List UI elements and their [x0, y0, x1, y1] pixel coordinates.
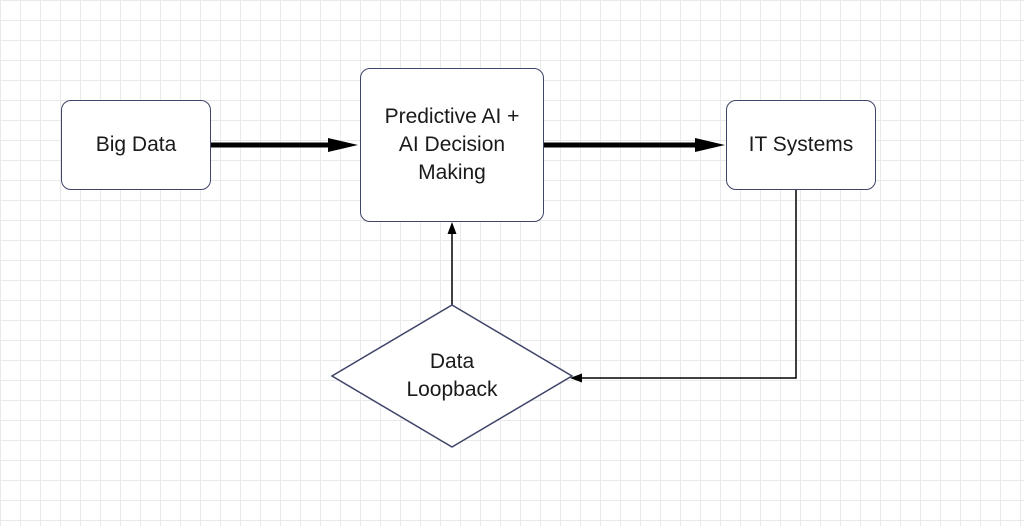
- node-data-loopback-label-wrap: Data Loopback: [332, 305, 572, 447]
- node-big-data-label: Big Data: [95, 133, 177, 156]
- node-it-systems-label: IT Systems: [748, 133, 854, 156]
- edge-loopback-to-predictive-arrowhead: [447, 222, 457, 234]
- node-predictive-ai[interactable]: Predictive AI + AI Decision Making: [360, 68, 544, 222]
- node-big-data[interactable]: Big Data: [61, 100, 211, 190]
- node-it-systems[interactable]: IT Systems: [726, 100, 876, 190]
- decision-diamond-data-loopback[interactable]: [330, 304, 574, 448]
- node-data-loopback-label: Data Loopback: [406, 350, 498, 401]
- edge-predictive-to-itsystems-arrowhead: [695, 138, 725, 152]
- node-predictive-ai-label: Predictive AI + AI Decision Making: [384, 105, 520, 184]
- edge-itsystems-to-loopback[interactable]: [580, 190, 797, 379]
- edge-bigdata-to-predictive-arrowhead: [328, 138, 358, 152]
- edge-itsystems-to-loopback-arrowhead: [570, 373, 582, 383]
